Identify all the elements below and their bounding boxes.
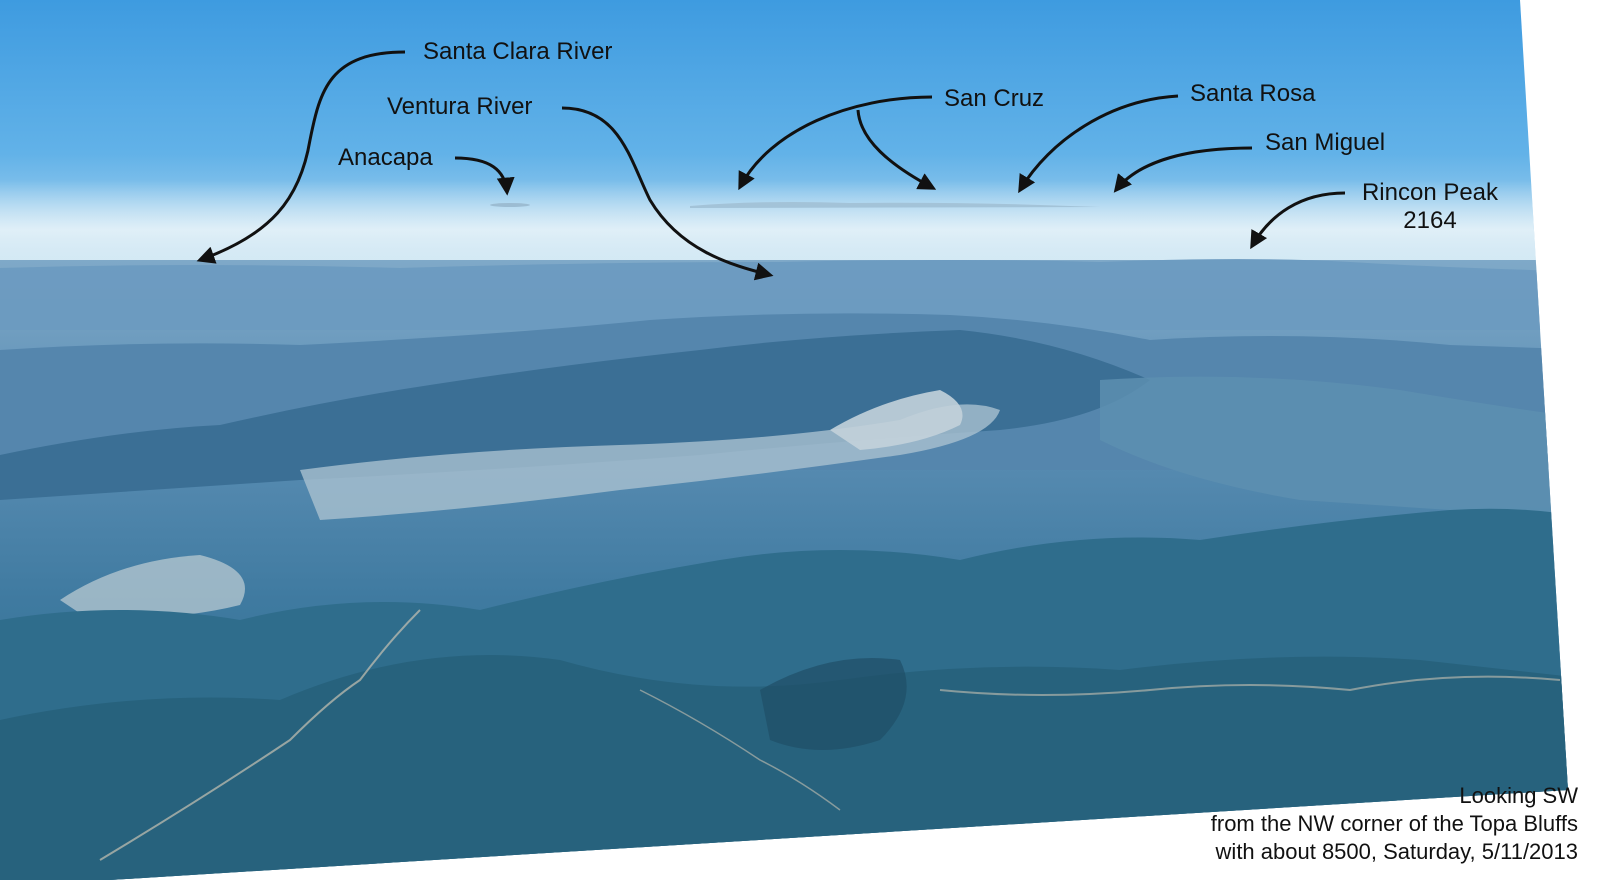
label-anacapa: Anacapa (338, 144, 433, 171)
shadow-area (760, 658, 907, 750)
far-ridge (0, 259, 1568, 330)
trail-3 (639, 689, 841, 811)
rincon-peak-elevation: 2164 (1403, 207, 1457, 234)
trail-2 (939, 675, 1561, 696)
arrow-anacapa (454, 156, 515, 196)
label-santa-rosa: Santa Rosa (1190, 80, 1316, 107)
arrow-santa-rosa (1018, 94, 1179, 194)
caption-line-2: from the NW corner of the Topa Bluffs (1210, 811, 1578, 836)
rincon-peak-name: Rincon Peak (1361, 179, 1499, 206)
arrow-ventura-river (561, 106, 774, 281)
arrow-rincon-peak (1250, 191, 1346, 250)
ojai-valley (300, 404, 1000, 520)
label-san-miguel: San Miguel (1265, 129, 1386, 156)
island-anacapa-silhouette (490, 203, 530, 207)
label-ventura-river: Ventura River (387, 93, 533, 120)
valley-fields (830, 390, 963, 450)
arrow-san-cruz-right (856, 109, 937, 190)
label-san-cruz: San Cruz (944, 85, 1045, 112)
town-area (60, 555, 245, 620)
photo-caption: Looking SW from the NW corner of the Top… (1211, 782, 1578, 866)
label-santa-clara-river: Santa Clara River (423, 38, 613, 65)
arrow-san-cruz-left (738, 95, 933, 191)
label-rincon-peak: Rincon Peak 2164 (1355, 179, 1505, 235)
trail-1 (99, 609, 421, 861)
topatopa-ridge (0, 330, 1150, 500)
arrow-santa-clara-river (196, 50, 406, 264)
island-santa-cruz-silhouette (690, 202, 1100, 208)
caption-line-3: with about 8500, Saturday, 5/11/2013 (1215, 839, 1578, 864)
annotation-arrows (196, 50, 1346, 281)
right-valley (1100, 376, 1568, 520)
caption-line-1: Looking SW (1459, 783, 1578, 808)
arrow-san-miguel (1113, 146, 1253, 193)
